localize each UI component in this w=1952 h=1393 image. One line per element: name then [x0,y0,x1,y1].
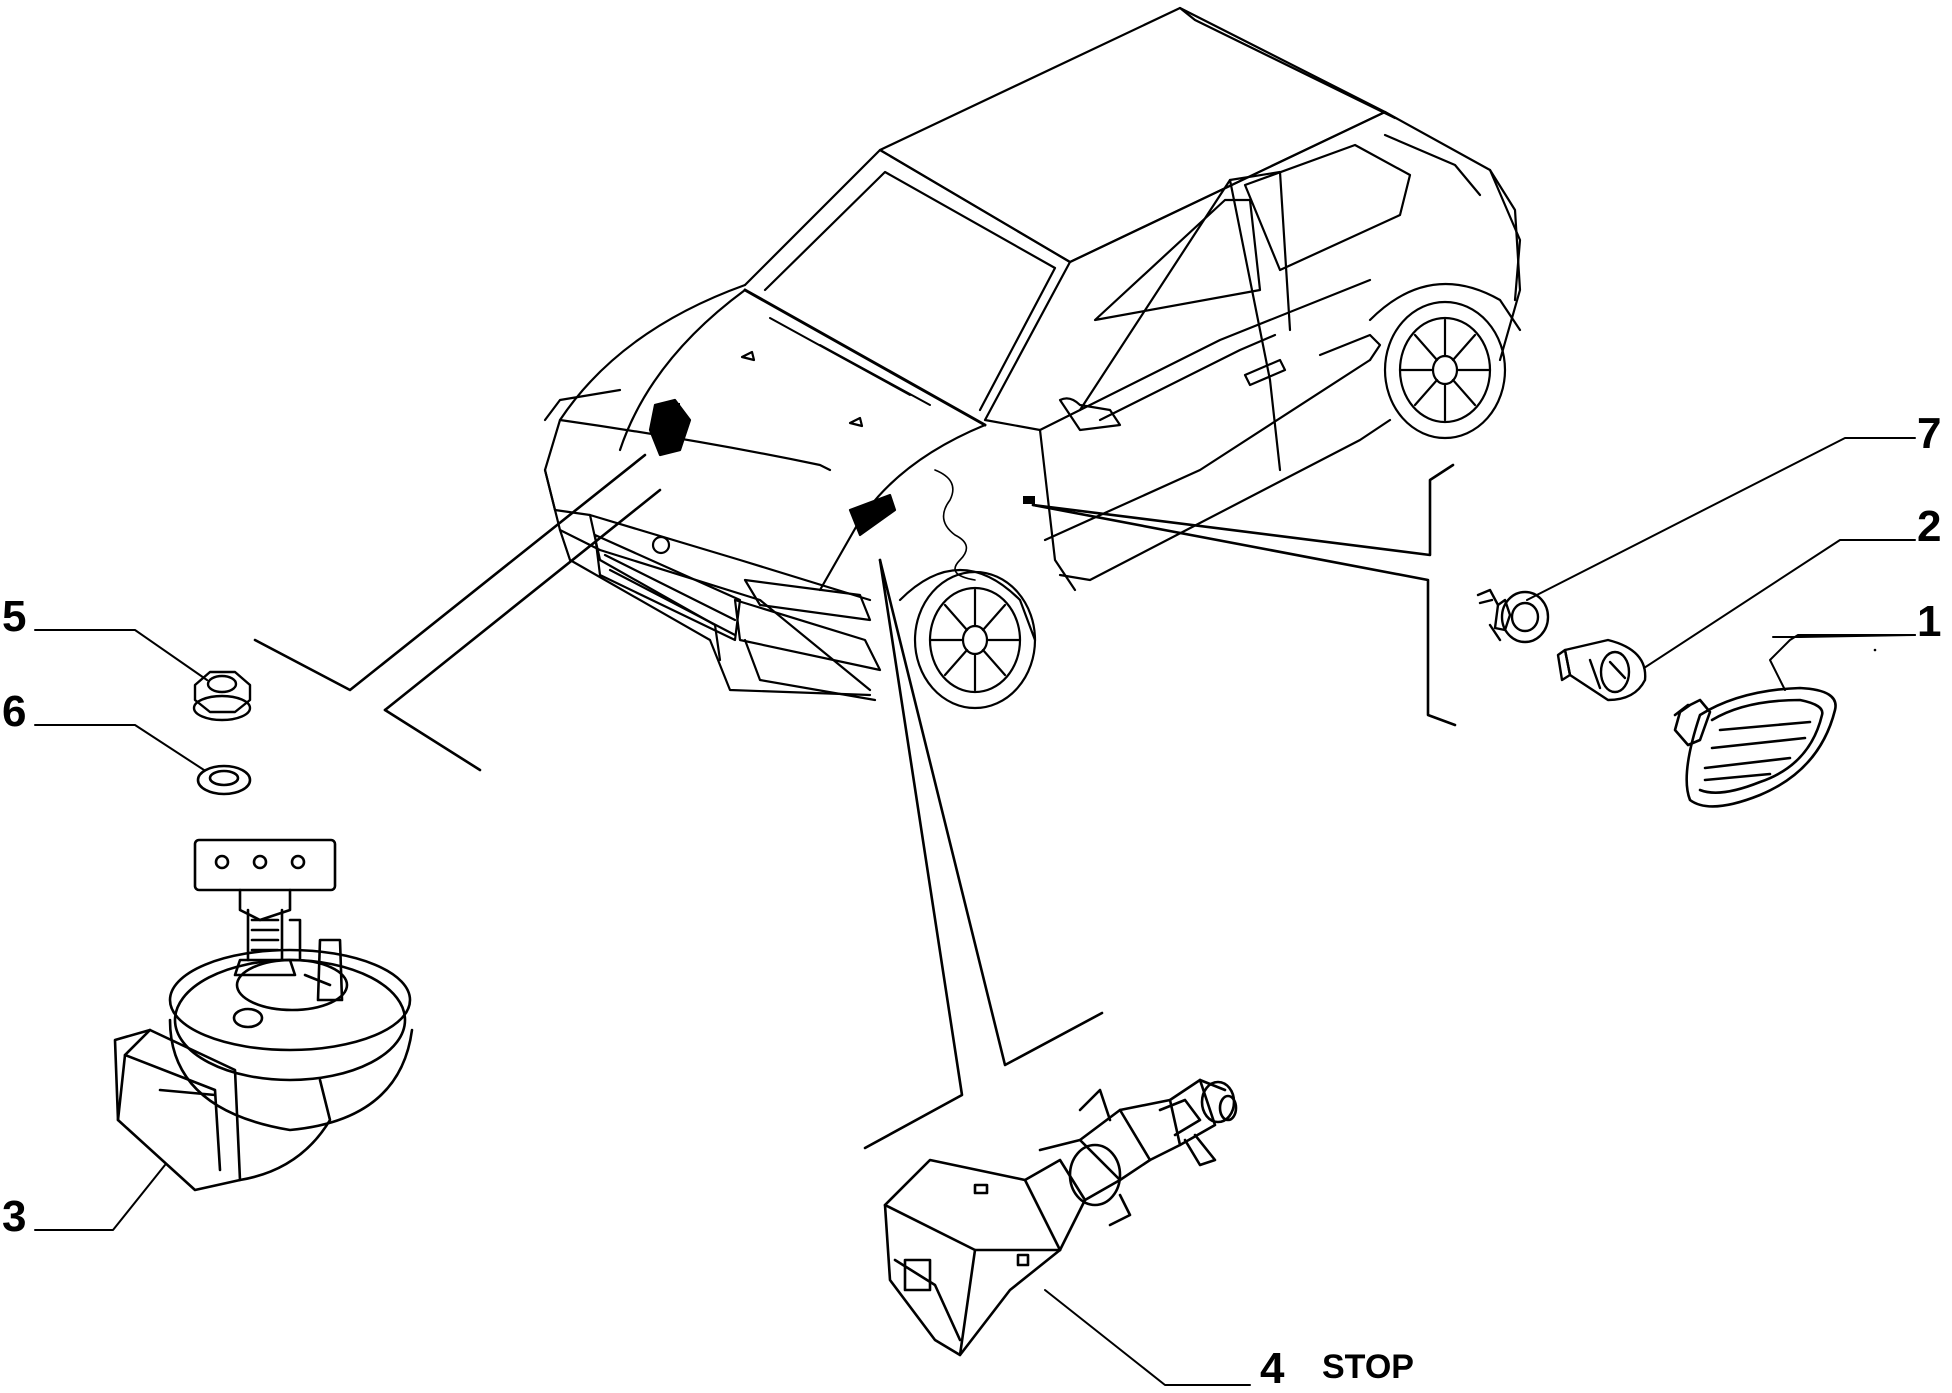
callout-4: 4 [1260,1344,1285,1393]
lamp-holder-part [1476,588,1550,644]
side-indicator-part [1673,686,1837,808]
callout-6: 6 [2,687,27,736]
callout-3: 3 [2,1192,27,1241]
callout-5: 5 [2,592,27,641]
leader-lines [34,437,1916,1386]
callout-2: 2 [1917,502,1942,551]
nut-part [192,670,252,722]
stop-switch-part [883,1078,1238,1357]
washer-part [196,764,252,796]
car-illustration [543,6,1522,710]
callout-1: 1 [1917,597,1942,646]
callout-7: 7 [1917,409,1942,458]
horn-part [113,838,414,1192]
stop-label: STOP [1322,1348,1414,1386]
bulb-part [1556,638,1647,702]
